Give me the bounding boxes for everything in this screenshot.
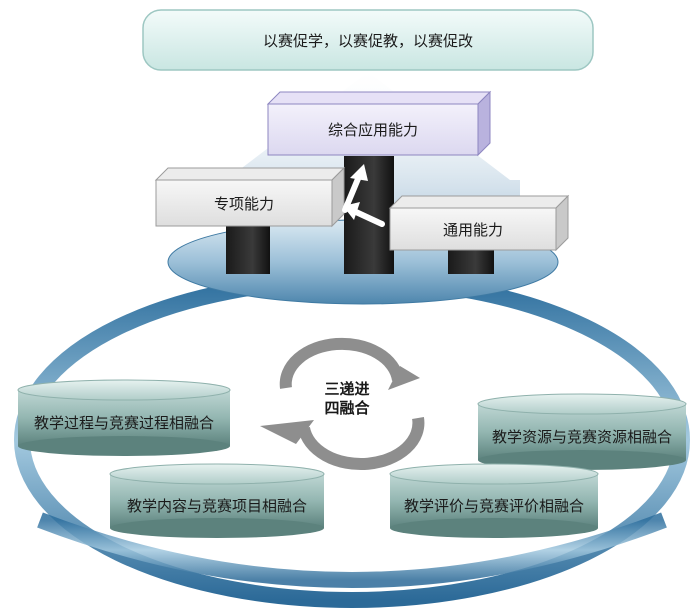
progression-arrow-left (353, 209, 385, 227)
integration-content-label: 教学内容与竞赛项目相融合 (126, 496, 307, 515)
center-label: 三递进 四融合 (292, 378, 402, 420)
specialized-box-top (154, 167, 346, 181)
cycle-arrow-top (279, 337, 404, 389)
cylinder-process (17, 379, 231, 456)
cycle-arrow-bottom-head (260, 420, 314, 444)
specialized-capability-label: 专项能力 (213, 194, 274, 213)
outer-ring-front (37, 512, 667, 588)
top-banner (142, 9, 594, 71)
center-label-line1: 三递进 (324, 380, 370, 398)
general-box-front (389, 207, 557, 251)
progression-arrow-up (342, 171, 363, 213)
progression-arrow-up-head (350, 164, 368, 181)
pillar-left (226, 226, 270, 274)
general-box-top (388, 195, 570, 209)
comprehensive-box-front (267, 103, 479, 156)
integration-resources-label: 教学资源与竞赛资源相融合 (491, 427, 672, 446)
general-capability-label: 通用能力 (442, 220, 503, 239)
banner-text: 以赛促学，以赛促教，以赛促改 (262, 31, 473, 50)
cycle-arrow-top-head (388, 366, 420, 390)
comprehensive-capability-label: 综合应用能力 (327, 121, 418, 139)
specialized-box-front (155, 179, 333, 227)
integration-evaluation-label: 教学评价与竞赛评价相融合 (403, 496, 584, 515)
cylinder-resources (477, 393, 687, 470)
cylinder-content (109, 463, 325, 538)
progression-arrow-left-head (343, 202, 360, 220)
cycle-arrow-bottom (298, 416, 425, 470)
pillar-right (448, 246, 494, 274)
cylinder-evaluation (389, 463, 599, 538)
integration-process-label: 教学过程与竞赛过程相融合 (33, 413, 214, 432)
comprehensive-box-top (266, 91, 492, 105)
center-label-line2: 四融合 (324, 399, 370, 417)
